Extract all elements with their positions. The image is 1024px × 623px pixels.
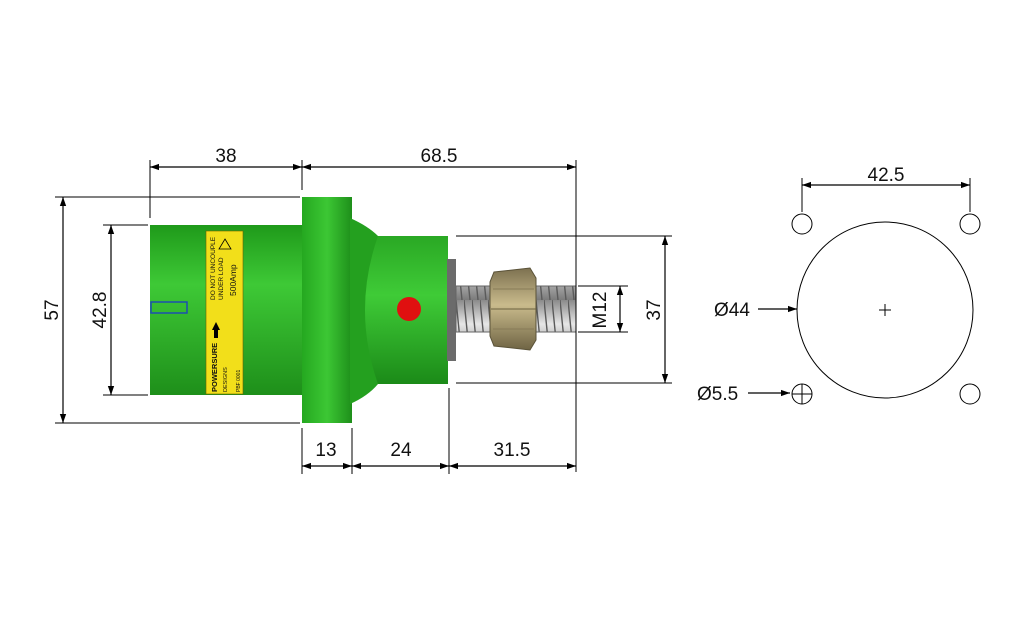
- dim-overall-height: 57: [42, 299, 63, 320]
- panel-cutout-view: 42.5 Ø44 Ø5.5: [697, 165, 981, 405]
- label-tagline: DESIGNS: [223, 367, 229, 392]
- label-warning-line2: UNDER LOAD: [218, 257, 225, 300]
- dim-cutout-diameter: Ø44: [714, 300, 750, 321]
- mount-hole-bottom-right: [959, 383, 981, 405]
- dim-total-length: 68.5: [421, 146, 458, 167]
- flange: [302, 197, 352, 423]
- connector-side-view: DO NOT UNCOUPLE UNDER LOAD 500Amp POWERS…: [150, 197, 577, 423]
- label-rating: 500Amp: [228, 264, 238, 296]
- label-brand: POWERSURE: [210, 343, 219, 392]
- red-indicator: [397, 297, 421, 321]
- label-warning-line1: DO NOT UNCOUPLE: [210, 236, 217, 300]
- mount-hole-top-right: [959, 213, 981, 235]
- main-cutout-circle: [796, 221, 974, 399]
- back-plate: [447, 259, 456, 361]
- arrow-icon: [212, 322, 220, 338]
- dim-hole-diameter: Ø5.5: [697, 384, 738, 405]
- latch-mark: [150, 301, 188, 314]
- dim-body-length: 24: [390, 440, 412, 461]
- dim-flange-width: 13: [315, 440, 336, 461]
- dim-body-diameter: 37: [644, 299, 665, 320]
- warning-label: DO NOT UNCOUPLE UNDER LOAD 500Amp POWERS…: [205, 230, 244, 395]
- dim-thread: M12: [590, 292, 611, 329]
- dim-cap-length: 38: [215, 146, 236, 167]
- dim-hole-spacing: 42.5: [868, 165, 905, 186]
- mount-hole-top-left: [791, 213, 813, 235]
- side-view-dimensions: 38 68.5 57 42.8 13 24 31.5 M12: [42, 146, 672, 474]
- dim-stud-length: 31.5: [494, 440, 531, 461]
- dim-cap-diameter: 42.8: [90, 292, 111, 329]
- label-part-no: PBF 0001: [236, 370, 242, 392]
